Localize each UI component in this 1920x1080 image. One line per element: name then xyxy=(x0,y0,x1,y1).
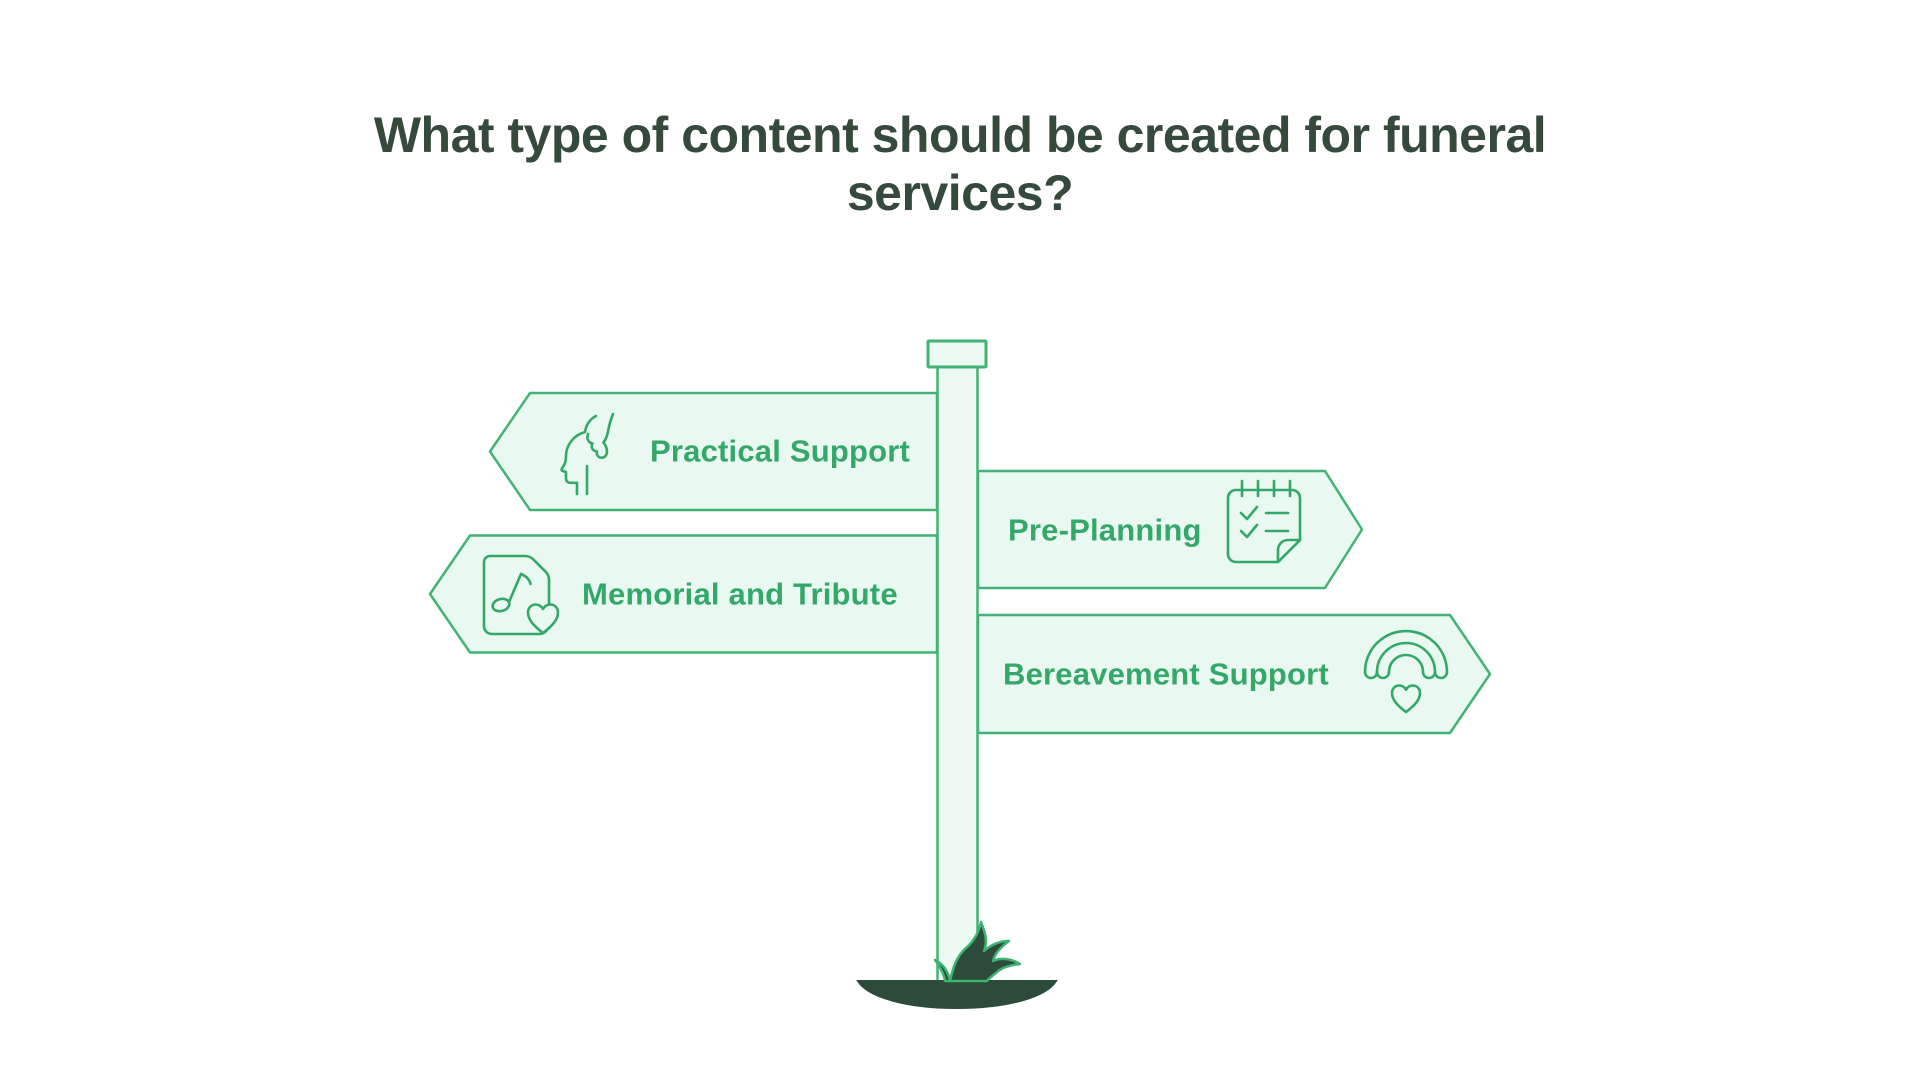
sign-label-memorial-and-tribute: Memorial and Tribute xyxy=(582,576,898,612)
sign-label-bereavement-support: Bereavement Support xyxy=(1003,656,1329,692)
page-title: What type of content should be created f… xyxy=(0,106,1920,222)
sign-label-practical-support: Practical Support xyxy=(650,433,911,469)
checklist-notepad-icon xyxy=(1226,479,1302,564)
signpost-cap xyxy=(926,339,988,369)
page-title-line2: services? xyxy=(846,165,1074,221)
sign-label-pre-planning: Pre-Planning xyxy=(1008,512,1202,548)
page-title-line1: What type of content should be created f… xyxy=(373,107,1547,163)
rainbow-heart-icon xyxy=(1363,629,1449,714)
signpost-pole xyxy=(936,364,979,984)
music-document-heart-icon xyxy=(482,554,560,636)
ground-mound xyxy=(856,980,1058,1010)
supporting-hand-head-icon xyxy=(560,412,615,496)
grass-tuft xyxy=(933,920,1022,983)
